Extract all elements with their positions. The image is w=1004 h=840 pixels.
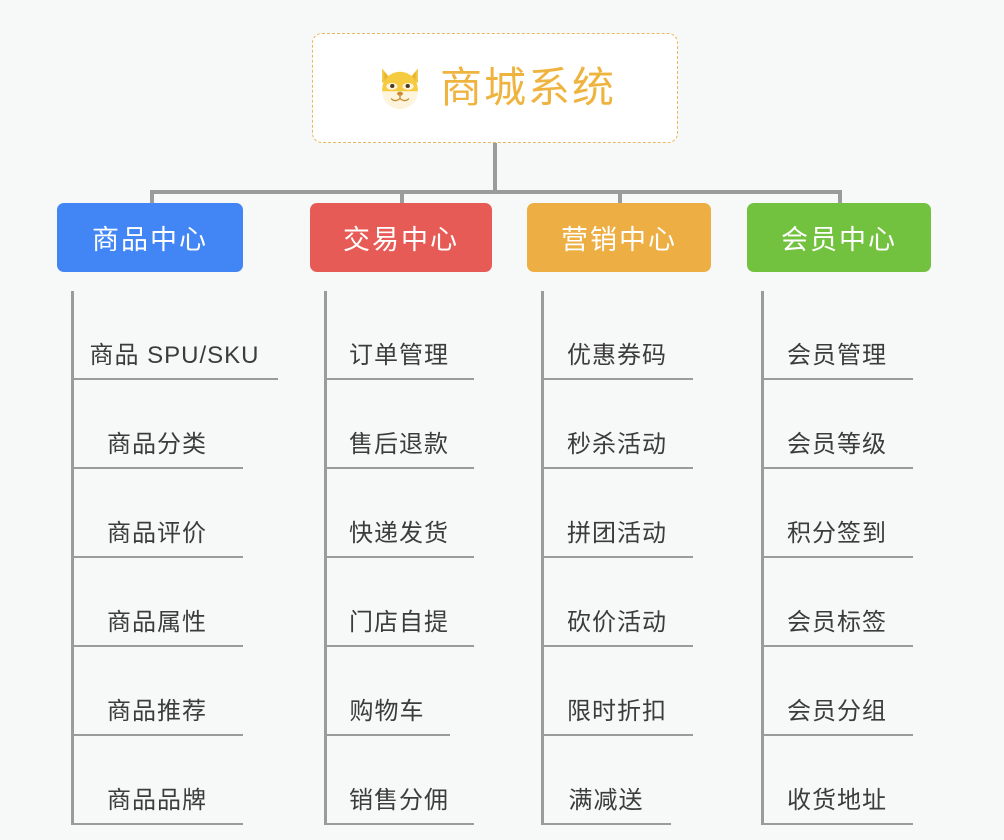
leaf-item[interactable]: 订单管理 — [324, 291, 474, 380]
category-header-product-center[interactable]: 商品中心 — [57, 203, 243, 272]
leaf-item[interactable]: 砍价活动 — [541, 558, 693, 647]
column-trade-center: 交易中心 订单管理 售后退款 快递发货 门店自提 购物车 销售分佣 — [310, 203, 492, 825]
column-rail — [324, 291, 327, 825]
leaf-label: 会员管理 — [787, 342, 887, 369]
leaf-list-marketing-center: 优惠券码 秒杀活动 拼团活动 砍价活动 限时折扣 满减送 — [527, 291, 711, 825]
leaf-label: 购物车 — [349, 698, 425, 725]
column-rail — [71, 291, 74, 825]
leaf-label: 销售分佣 — [349, 787, 449, 814]
leaf-item[interactable]: 拼团活动 — [541, 469, 693, 558]
category-header-marketing-center[interactable]: 营销中心 — [527, 203, 711, 272]
leaf-item[interactable]: 商品 SPU/SKU — [71, 291, 278, 380]
leaf-item[interactable]: 商品评价 — [71, 469, 243, 558]
category-label: 交易中心 — [343, 225, 459, 255]
leaf-item[interactable]: 会员分组 — [761, 647, 913, 736]
leaf-label: 售后退款 — [349, 431, 449, 458]
category-label: 商品中心 — [92, 225, 208, 255]
column-rail — [761, 291, 764, 825]
connector-root-stem — [493, 143, 497, 193]
leaf-item[interactable]: 会员标签 — [761, 558, 913, 647]
leaf-item[interactable]: 商品属性 — [71, 558, 243, 647]
leaf-label: 门店自提 — [349, 609, 449, 636]
leaf-label: 商品评价 — [107, 520, 207, 547]
leaf-label: 会员分组 — [787, 698, 887, 725]
leaf-item[interactable]: 快递发货 — [324, 469, 474, 558]
leaf-item[interactable]: 积分签到 — [761, 469, 913, 558]
leaf-label: 订单管理 — [349, 342, 449, 369]
leaf-label: 收货地址 — [787, 787, 887, 814]
leaf-item[interactable]: 限时折扣 — [541, 647, 693, 736]
root-title: 商城系统 — [439, 64, 616, 111]
leaf-item[interactable]: 销售分佣 — [324, 736, 474, 825]
leaf-item[interactable]: 商品品牌 — [71, 736, 243, 825]
leaf-label: 商品分类 — [107, 431, 207, 458]
column-product-center: 商品中心 商品 SPU/SKU 商品分类 商品评价 商品属性 商品推荐 商品品牌 — [57, 203, 278, 825]
connector-drop-member — [838, 190, 842, 207]
leaf-item[interactable]: 秒杀活动 — [541, 380, 693, 469]
leaf-item[interactable]: 优惠券码 — [541, 291, 693, 380]
connector-drop-trade — [400, 190, 404, 207]
leaf-label: 积分签到 — [787, 520, 887, 547]
leaf-item[interactable]: 售后退款 — [324, 380, 474, 469]
leaf-item[interactable]: 会员管理 — [761, 291, 913, 380]
leaf-label: 商品推荐 — [107, 698, 207, 725]
leaf-label: 满减送 — [568, 787, 644, 814]
leaf-label: 拼团活动 — [567, 520, 667, 547]
connector-drop-product — [150, 190, 154, 207]
leaf-label: 快递发货 — [349, 520, 449, 547]
leaf-item[interactable]: 商品分类 — [71, 380, 243, 469]
leaf-item[interactable]: 收货地址 — [761, 736, 913, 825]
leaf-item[interactable]: 商品推荐 — [71, 647, 243, 736]
leaf-label: 会员等级 — [787, 431, 887, 458]
column-rail — [541, 291, 544, 825]
leaf-label: 优惠券码 — [567, 342, 667, 369]
leaf-label: 商品属性 — [107, 609, 207, 636]
category-header-trade-center[interactable]: 交易中心 — [310, 203, 492, 272]
leaf-label: 商品品牌 — [107, 787, 207, 814]
leaf-label: 秒杀活动 — [567, 431, 667, 458]
leaf-label: 限时折扣 — [567, 698, 667, 725]
shiba-dog-icon — [374, 62, 426, 114]
leaf-item[interactable]: 会员等级 — [761, 380, 913, 469]
root-node[interactable]: 商城系统 — [312, 33, 678, 143]
connector-horizontal-bus — [150, 190, 842, 194]
leaf-label: 商品 SPU/SKU — [89, 342, 260, 369]
leaf-label: 会员标签 — [787, 609, 887, 636]
leaf-label: 砍价活动 — [567, 609, 667, 636]
leaf-list-member-center: 会员管理 会员等级 积分签到 会员标签 会员分组 收货地址 — [747, 291, 931, 825]
connector-drop-marketing — [618, 190, 622, 207]
category-label: 营销中心 — [561, 225, 677, 255]
leaf-list-trade-center: 订单管理 售后退款 快递发货 门店自提 购物车 销售分佣 — [310, 291, 492, 825]
column-marketing-center: 营销中心 优惠券码 秒杀活动 拼团活动 砍价活动 限时折扣 满减送 — [527, 203, 711, 825]
leaf-item[interactable]: 门店自提 — [324, 558, 474, 647]
category-header-member-center[interactable]: 会员中心 — [747, 203, 931, 272]
leaf-list-product-center: 商品 SPU/SKU 商品分类 商品评价 商品属性 商品推荐 商品品牌 — [57, 291, 278, 825]
column-member-center: 会员中心 会员管理 会员等级 积分签到 会员标签 会员分组 收货地址 — [747, 203, 931, 825]
category-label: 会员中心 — [781, 225, 897, 255]
leaf-item[interactable]: 购物车 — [324, 647, 450, 736]
leaf-item[interactable]: 满减送 — [541, 736, 671, 825]
